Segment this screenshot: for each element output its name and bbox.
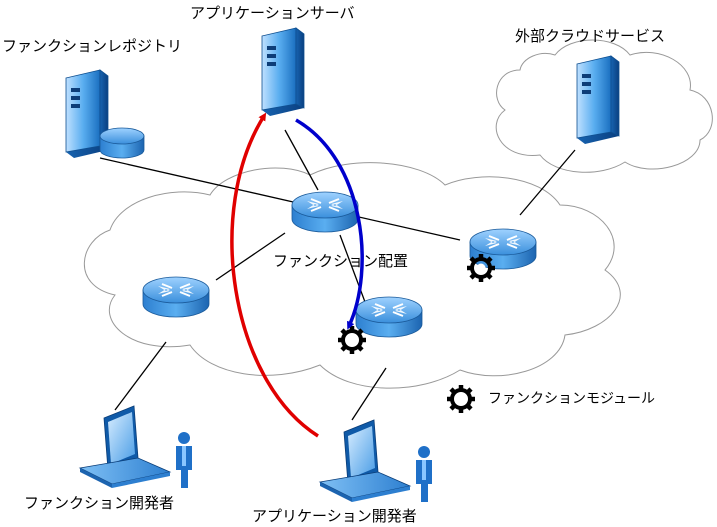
application-developer-label: アプリケーション開発者 [252, 507, 417, 525]
function-module-legend-label: ファンクションモジュール [488, 391, 656, 407]
router-icon-bottom [355, 296, 423, 338]
gear-icon [338, 326, 366, 354]
gear-icon [467, 254, 495, 282]
application-server-icon [261, 27, 305, 117]
router-icon-left [142, 276, 210, 318]
external-cloud-service-label: 外部クラウドサービス [515, 27, 666, 45]
gear-icon [447, 385, 475, 413]
network-links [99, 129, 576, 421]
application-developer-icon [319, 419, 433, 503]
database-disk-icon [99, 127, 145, 159]
router-icon-center [291, 191, 359, 233]
external-service-server-icon [576, 55, 620, 145]
function-developer-label: ファンクション開発者 [24, 494, 175, 512]
function-repository [65, 69, 145, 159]
deliver-arrow [295, 118, 364, 330]
application-server-label: アプリケーションサーバ [190, 4, 355, 22]
function-deployment-label: ファンクション配置 [273, 252, 409, 270]
function-developer-icon [79, 405, 193, 489]
router-icon-right [469, 228, 537, 270]
function-repository-label: ファンクションレポジトリ [2, 37, 183, 55]
deploy-arrow [230, 112, 319, 438]
